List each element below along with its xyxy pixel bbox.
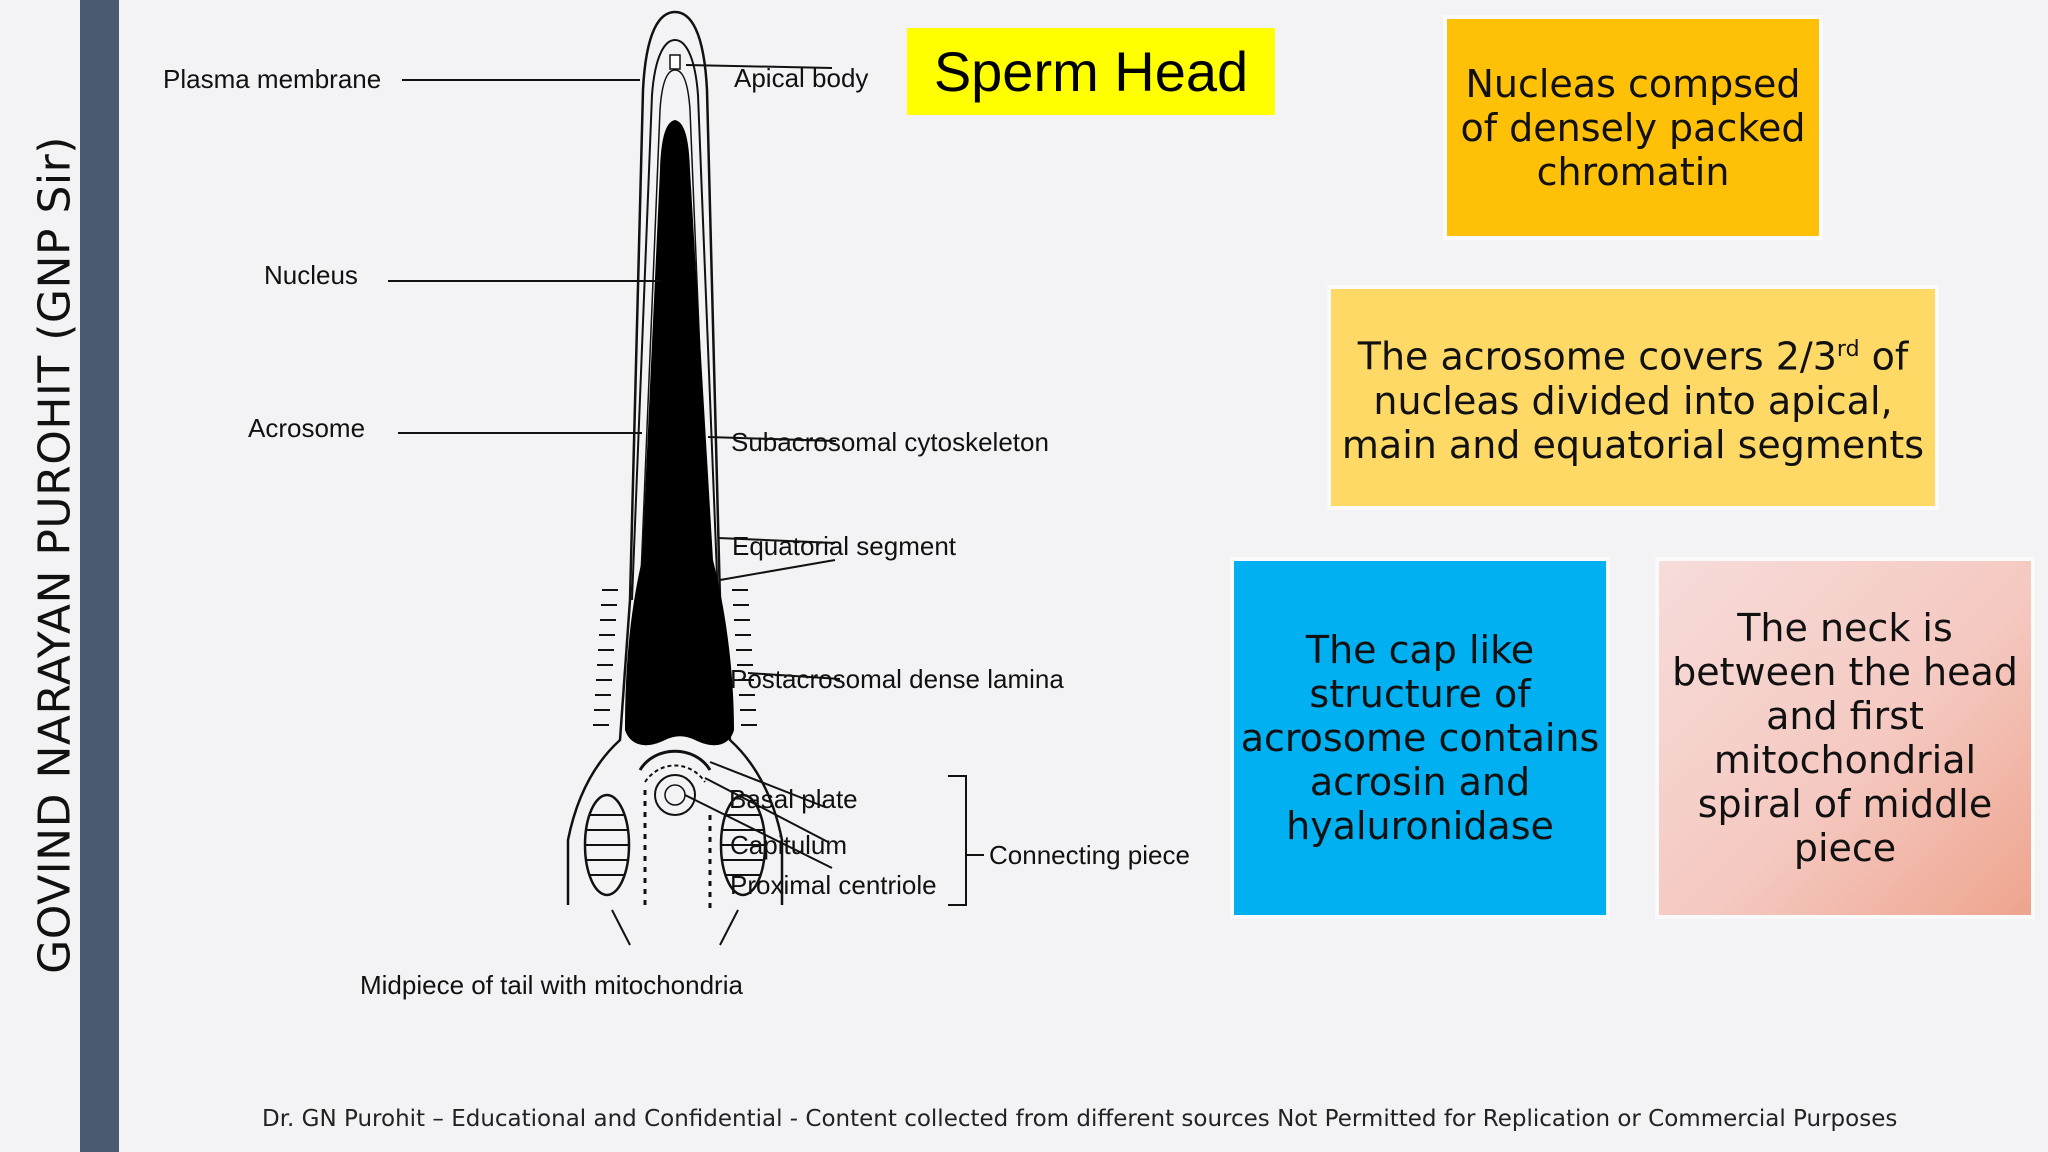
info-box-acrosome: The acrosome covers 2/3rd of nucleas div… [1327, 285, 1939, 510]
label-basal-plate: Basal plate [729, 784, 858, 814]
info-box-nucleus: Nucleas compsed of densely packed chroma… [1443, 15, 1823, 240]
info-text-acrosome: The acrosome covers 2/3rd of nucleas div… [1341, 334, 1925, 467]
info-box-cap: The cap like structure of acrosome conta… [1230, 557, 1610, 919]
info-text-neck: The neck is between the head and first m… [1672, 606, 2018, 870]
label-capitulum: Capitulum [730, 830, 847, 860]
sperm-head-diagram: Plasma membrane Apical body Nucleus Acro… [163, 10, 1190, 1000]
author-vertical-text: GOVIND NARAYAN PUROHIT (GNP Sir) [29, 136, 81, 974]
basal-plate [638, 749, 712, 771]
acrosome-outline [631, 38, 719, 601]
label-subacrosomal: Subacrosomal cytoskeleton [731, 427, 1049, 457]
sidebar-stripe [80, 0, 119, 1152]
footer-disclaimer: Dr. GN Purohit – Educational and Confide… [262, 1106, 1898, 1132]
apical-body [669, 54, 681, 70]
label-proximal-centriole: Proximal centriole [730, 870, 937, 900]
label-apical-body: Apical body [734, 63, 868, 93]
capitulum [644, 764, 706, 783]
proximal-centriole [654, 774, 696, 816]
info-text-cap: The cap like structure of acrosome conta… [1240, 628, 1600, 848]
label-equatorial: Equatorial segment [732, 531, 957, 561]
plasma-membrane-outline [566, 10, 784, 905]
info-text-nucleus: Nucleas compsed of densely packed chroma… [1460, 61, 1806, 194]
label-plasma-membrane: Plasma membrane [163, 64, 381, 94]
info-box-neck: The neck is between the head and first m… [1655, 557, 2035, 919]
label-nucleus: Nucleus [264, 260, 358, 290]
mitochondrion-right [719, 793, 767, 897]
mitochondrion-left [583, 793, 631, 897]
label-acrosome: Acrosome [248, 413, 365, 443]
label-midpiece: Midpiece of tail with mitochondria [360, 970, 743, 1000]
nucleus-shape [625, 120, 734, 746]
postacrosomal-hatching [593, 589, 757, 726]
label-connecting-piece: Connecting piece [989, 840, 1190, 870]
slide-title: Sperm Head [907, 28, 1275, 115]
label-postacrosomal: Postacrosomal dense lamina [730, 664, 1064, 694]
